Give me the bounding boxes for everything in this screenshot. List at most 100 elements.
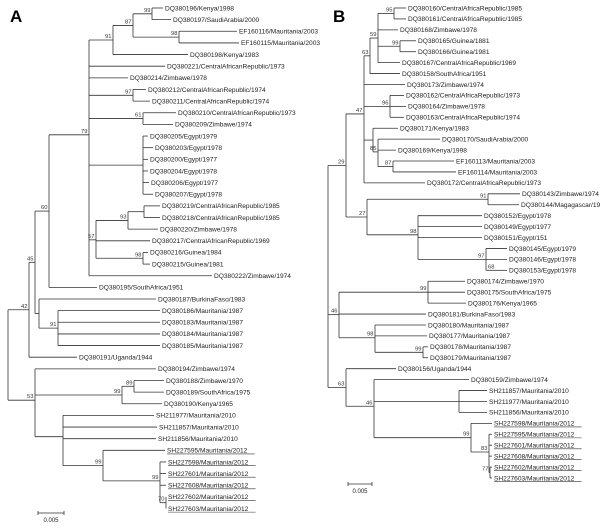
bootstrap-value: 91 — [105, 34, 111, 40]
leaf-label: SH227595/Mauritania/2012 — [494, 432, 575, 439]
leaf-label: SH211857/Mauritania/2010 — [159, 424, 239, 431]
leaf-label: SH227608/Mauritania/2012 — [494, 453, 575, 460]
leaf-label: SH227601/Mauritania/2012 — [168, 471, 249, 478]
leaf-label: DQ380206/Egypt/1977 — [151, 180, 218, 187]
leaf-label: DQ380216/Guinea/1984 — [150, 250, 222, 257]
bootstrap-value: 27 — [359, 211, 365, 217]
leaf-label: DQ380166/Guinea/1981 — [418, 49, 490, 56]
leaf-label: DQ380174/Zimbawe/1970 — [467, 279, 544, 286]
leaf-label: DQ380212/CentralAfricanRepublic/1974 — [148, 87, 266, 94]
panel-b: B DQ380160/CentralAfricaRepublic/1985DQ38… — [327, 5, 600, 495]
leaf-label: DQ380163/CentralAfricaRepublic/1974 — [406, 115, 520, 122]
leaf-label: DQ380217/CentralAfricanRepublic/1969 — [152, 238, 270, 245]
leaf-label: DQ380183/Mauritania/1987 — [162, 320, 243, 327]
bootstrap-value: 59 — [370, 32, 376, 38]
leaf-label: DQ380156/Uganda/1944 — [398, 366, 472, 373]
panel-letter: A — [10, 7, 22, 26]
bootstrap-value: 93 — [120, 214, 126, 220]
leaf-label: DQ380222/Zimbawe/1974 — [214, 273, 291, 280]
leaf-label: DQ380209/Zimbawe/1974 — [175, 122, 252, 129]
bootstrap-value: 42 — [21, 304, 27, 310]
leaf-label: EF160114/Mauritania/2003 — [458, 169, 537, 176]
bootstrap-value: 87 — [125, 19, 131, 25]
leaf-label: DQ380179/Mauritania/1987 — [430, 355, 511, 362]
leaf-label: DQ380221/CentralAfricanRepublic/1973 — [167, 64, 285, 71]
leaf-label: SH227601/Mauritania/2012 — [494, 443, 575, 450]
bootstrap-value: 70 — [158, 497, 164, 503]
bootstrap-value: 53 — [27, 394, 33, 400]
leaf-label: DQ380220/Zimbawe/1978 — [160, 226, 237, 233]
leaf-label: SH227608/Mauritania/2012 — [168, 483, 249, 490]
bootstrap-value: 87 — [385, 160, 391, 166]
leaf-label: DQ380207/Egypt/1978 — [155, 192, 222, 199]
bootstrap-value: 45 — [27, 256, 33, 262]
leaf-label: SH227602/Mauritania/2012 — [494, 464, 575, 471]
bootstrap-value: 99 — [114, 389, 120, 395]
leaf-label: SH211977/Mauritania/2010 — [489, 399, 569, 406]
leaf-label: DQ380196/Kenya/1998 — [165, 5, 234, 12]
leaf-label: DQ380153/Egypt/1978 — [509, 268, 576, 275]
leaf-label: DQ380185/Mauritania/1987 — [162, 343, 243, 350]
bootstrap-value: 97 — [125, 89, 131, 95]
leaf-label: DQ380178/Mauritania/1987 — [430, 344, 511, 351]
leaf-label: DQ380181/BurkinaFaso/1983 — [428, 311, 516, 318]
bootstrap-value: 99 — [152, 475, 158, 481]
leaf-label: SH227598/Mauritania/2012 — [168, 459, 249, 466]
bootstrap-value: 57 — [88, 234, 94, 240]
leaf-label: DQ380165/Guinea/1881 — [418, 38, 490, 45]
leaf-label: DQ380151/Egypt/151 — [484, 235, 548, 242]
leaf-label: DQ380190/Kenya/1965 — [164, 401, 233, 408]
leaf-label: DQ380187/BurkinaFaso/1983 — [158, 296, 246, 303]
bootstrap-value: 61 — [135, 113, 141, 119]
panel-letter: B — [333, 7, 345, 26]
leaf-label: SH227602/Mauritania/2012 — [168, 494, 249, 501]
leaf-label: DQ380170/SaudiArabia/2000 — [442, 136, 528, 143]
leaf-label: DQ380189/SouthAfrica/1975 — [166, 389, 251, 396]
bootstrap-value: 77 — [482, 467, 488, 473]
leaf-label: DQ380204/Egypt/1978 — [150, 168, 217, 175]
bootstrap-value: 63 — [362, 50, 368, 56]
leaf-label: DQ380144/Magagascar/1979 — [521, 202, 600, 209]
scale-bar-label: 0.005 — [352, 489, 368, 495]
bootstrap-value: 99 — [392, 40, 398, 46]
bootstrap-value: 99 — [95, 460, 101, 466]
bootstrap-value: 83 — [481, 446, 487, 452]
bootstrap-value: 47 — [356, 108, 362, 114]
leaf-label: EF160115/Mauritania/2003 — [241, 40, 320, 47]
leaf-label: DQ380159/Zimbawe/1974 — [471, 377, 548, 384]
leaf-label: DQ380215/Guinea/1981 — [152, 261, 224, 268]
leaf-label: DQ380161/CentralAfricaRepublic/1985 — [408, 16, 522, 23]
bootstrap-value: 60 — [41, 205, 47, 211]
scale-bar-label: 0.005 — [43, 518, 59, 524]
bootstrap-value: 89 — [126, 380, 132, 386]
panel-a: A DQ380196/Kenya/1998DQ380197/SaudiArabia… — [7, 5, 320, 524]
bootstrap-value: 91 — [480, 193, 486, 199]
leaf-label: SH227598/Mauritania/2012 — [494, 421, 575, 428]
bootstrap-value: 68 — [488, 264, 494, 270]
leaf-label: DQ380172/CentralAfricaRepublic/1973 — [427, 180, 541, 187]
leaf-label: DQ380211/CentralAfricanRepublic/1974 — [152, 98, 270, 105]
leaf-label: DQ380145/Egypt/1979 — [509, 246, 576, 253]
leaf-label: DQ380200/Egypt/1977 — [150, 157, 217, 164]
bootstrap-value: 46 — [331, 309, 337, 315]
bootstrap-value: 98 — [410, 229, 416, 235]
leaf-label: DQ380188/Zimbawe/1970 — [166, 378, 243, 385]
bootstrap-value: 98 — [171, 31, 177, 37]
leaf-label: DQ380149/Egypt/1977 — [484, 224, 551, 231]
leaf-label: SH211857/Mauritania/2010 — [489, 388, 569, 395]
bootstrap-value: 99 — [415, 346, 421, 352]
leaf-label: DQ380194/Zimbawe/1974 — [158, 366, 235, 373]
leaf-label: DQ380180/Mauritania/1987 — [428, 322, 509, 329]
leaf-label: DQ380186/Mauritania/1987 — [162, 308, 243, 315]
leaf-label: DQ380160/CentralAfricaRepublic/1985 — [408, 5, 522, 12]
leaf-label: DQ380146/Egypt/1978 — [509, 257, 576, 264]
leaf-label: DQ380171/Kenya/1983 — [400, 126, 469, 133]
leaf-label: DQ380214/Zimbawe/1978 — [130, 75, 207, 82]
leaf-label: SH227603/Mauritania/2012 — [494, 475, 575, 482]
leaf-label: DQ380197/SaudiArabia/2000 — [173, 17, 259, 24]
leaf-label: DQ380143/Zimbawe/1974 — [522, 191, 599, 198]
bootstrap-value: 63 — [338, 381, 344, 387]
bootstrap-value: 79 — [81, 129, 87, 135]
leaf-label: DQ380164/Zimbawe/1978 — [408, 104, 485, 111]
